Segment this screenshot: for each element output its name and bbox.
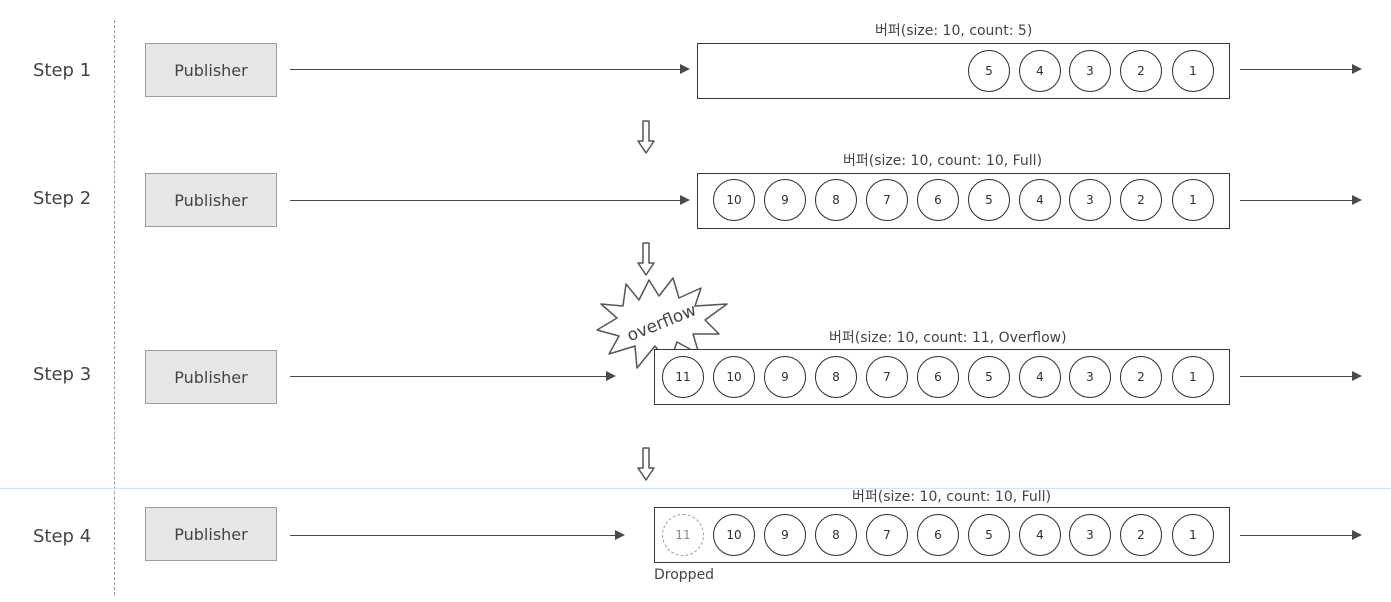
buffer-item: 1 — [1172, 514, 1214, 556]
output-arrow — [1240, 195, 1362, 205]
down-arrow-icon — [637, 120, 655, 154]
buffer-label: 버퍼(size: 10, count: 10, Full) — [852, 489, 1052, 505]
buffer-item: 8 — [815, 356, 857, 398]
dropped-item: 11 — [662, 514, 704, 556]
buffer-item: 4 — [1019, 50, 1061, 92]
buffer-item: 3 — [1069, 50, 1111, 92]
buffer-item: 10 — [713, 514, 755, 556]
buffer-item: 5 — [968, 356, 1010, 398]
buffer-label: 버퍼(size: 10, count: 11, Overflow) — [829, 330, 1067, 346]
buffer-item: 2 — [1120, 514, 1162, 556]
overflow-burst-icon: overflow — [596, 277, 728, 369]
vertical-divider — [114, 20, 115, 595]
output-arrow — [1240, 371, 1362, 381]
buffer-item: 9 — [764, 514, 806, 556]
buffer-item: 4 — [1019, 514, 1061, 556]
buffer-item: 2 — [1120, 50, 1162, 92]
buffer-item: 6 — [917, 356, 959, 398]
buffer-item: 4 — [1019, 356, 1061, 398]
buffer-item: 3 — [1069, 356, 1111, 398]
buffer-item: 10 — [713, 179, 755, 221]
horizontal-guide-line — [0, 488, 1391, 489]
buffer-item: 1 — [1172, 356, 1214, 398]
publisher-to-buffer-arrow — [290, 371, 616, 381]
publisher-box: Publisher — [145, 507, 277, 561]
buffer-item: 5 — [968, 50, 1010, 92]
publisher-box: Publisher — [145, 350, 277, 404]
down-arrow-icon — [637, 447, 655, 481]
buffer-item: 11 — [662, 356, 704, 398]
output-arrow — [1240, 530, 1362, 540]
publisher-box: Publisher — [145, 173, 277, 227]
step-label: Step 3 — [33, 364, 92, 385]
buffer-item: 3 — [1069, 514, 1111, 556]
buffer-label: 버퍼(size: 10, count: 5) — [875, 23, 1033, 39]
publisher-to-buffer-arrow — [290, 195, 690, 205]
buffer-item: 10 — [713, 356, 755, 398]
step-label: Step 4 — [33, 526, 92, 547]
buffer-item: 7 — [866, 514, 908, 556]
buffer-item: 6 — [917, 514, 959, 556]
step-label: Step 2 — [33, 188, 92, 209]
buffer-item: 9 — [764, 179, 806, 221]
buffer-item: 2 — [1120, 356, 1162, 398]
buffer-item: 8 — [815, 514, 857, 556]
buffer-item: 7 — [866, 179, 908, 221]
buffer-item: 5 — [968, 514, 1010, 556]
publisher-to-buffer-arrow — [290, 530, 625, 540]
buffer-item: 8 — [815, 179, 857, 221]
buffer-item: 1 — [1172, 50, 1214, 92]
output-arrow — [1240, 64, 1362, 74]
publisher-box: Publisher — [145, 43, 277, 97]
publisher-to-buffer-arrow — [290, 64, 690, 74]
buffer-item: 4 — [1019, 179, 1061, 221]
buffer-item: 9 — [764, 356, 806, 398]
buffer-item: 2 — [1120, 179, 1162, 221]
buffer-item: 5 — [968, 179, 1010, 221]
buffer-item: 1 — [1172, 179, 1214, 221]
step-label: Step 1 — [33, 60, 92, 81]
down-arrow-icon — [637, 242, 655, 276]
buffer-label: 버퍼(size: 10, count: 10, Full) — [843, 153, 1043, 169]
dropped-label: Dropped — [654, 567, 715, 583]
buffer-item: 3 — [1069, 179, 1111, 221]
buffer-item: 7 — [866, 356, 908, 398]
buffer-item: 6 — [917, 179, 959, 221]
